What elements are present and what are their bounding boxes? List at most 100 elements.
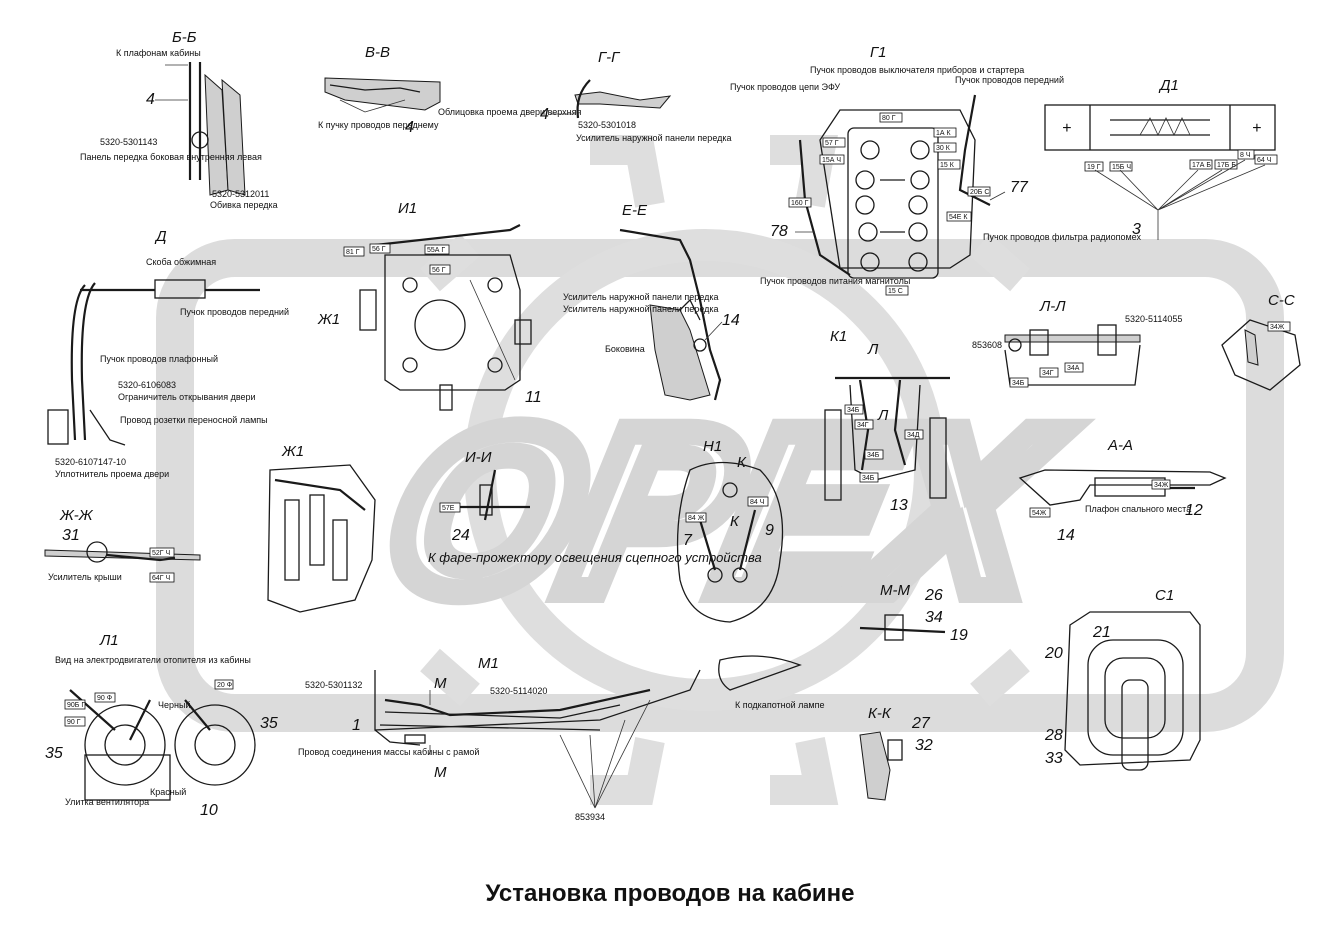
diagram-shape bbox=[284, 499, 300, 581]
wire-tag: 90Б Г bbox=[64, 699, 86, 710]
wire-tag bbox=[788, 197, 812, 208]
diagram-shape bbox=[402, 277, 418, 293]
diagram-label: 64Г Ч bbox=[152, 575, 171, 582]
diagram-shape bbox=[855, 195, 875, 215]
diagram-label: 19 bbox=[950, 627, 968, 644]
wire-tag bbox=[844, 404, 864, 415]
diagram-label: 1 bbox=[352, 717, 361, 734]
diagram-shape bbox=[910, 140, 930, 160]
diagram-shape bbox=[402, 357, 418, 373]
wire-tag bbox=[946, 211, 972, 222]
diagram-shape bbox=[80, 282, 96, 441]
diagram-shape bbox=[824, 409, 842, 501]
wire-tag bbox=[149, 547, 175, 558]
wire-tag bbox=[937, 159, 961, 170]
wire-tag bbox=[1237, 149, 1255, 160]
diagram-label: 90 Ф bbox=[97, 695, 112, 702]
diagram-shape bbox=[860, 140, 880, 160]
section-zhzh: Ж-Ж 31 52Г Ч 64Г Ч Усилитель крыши bbox=[44, 507, 201, 583]
section-gg: Г-Г 4 5320-5301018 Усилитель наружной па… bbox=[540, 49, 732, 143]
diagram-shape bbox=[1097, 324, 1117, 356]
watermark-text: OPEX bbox=[370, 382, 1076, 639]
diagram-label: + bbox=[1252, 120, 1261, 137]
wire-tag: 34Б bbox=[1009, 377, 1029, 388]
wire-tag: 54Е К bbox=[946, 211, 972, 222]
diagram-label: 1А К bbox=[936, 130, 952, 137]
wire-tag bbox=[747, 496, 769, 507]
diagram-label: Пучок проводов цепи ЭФУ bbox=[730, 82, 840, 92]
wire-tag: 17А Б bbox=[1189, 159, 1213, 170]
diagram-label: Боковина bbox=[605, 344, 645, 354]
section-label-ii: И-И bbox=[465, 449, 492, 466]
section-label-aa: А-А bbox=[1107, 437, 1133, 454]
section-label-g1: Г1 bbox=[870, 44, 887, 61]
section-kk: К-К 27 32 bbox=[859, 705, 933, 801]
diagram-shape bbox=[1089, 105, 1231, 150]
diagram-label: 35 bbox=[45, 745, 63, 762]
diagram-label: 55А Г bbox=[427, 247, 445, 254]
diagram-shape bbox=[379, 704, 621, 731]
wire-tag: 84 Ж bbox=[685, 512, 707, 523]
wire-tag bbox=[1267, 321, 1291, 332]
diagram-shape bbox=[47, 409, 69, 445]
wire-tag: 17Б Б bbox=[1214, 159, 1238, 170]
section-label-m-top: М bbox=[434, 675, 447, 692]
diagram-shape bbox=[908, 252, 928, 272]
diagram-label: Усилитель наружной панели передка bbox=[563, 304, 719, 314]
wire-tag bbox=[1009, 377, 1029, 388]
diagram-shape bbox=[676, 461, 784, 623]
diagram-label: Обивка передка bbox=[210, 200, 278, 210]
diagram-shape bbox=[1029, 329, 1049, 356]
diagram-shape bbox=[1221, 319, 1301, 391]
diagram-shape bbox=[70, 284, 86, 441]
diagram-shape bbox=[722, 482, 738, 498]
section-vv: В-В К пучку проводов переднему 4 Облицов… bbox=[318, 44, 581, 136]
diagram-shape bbox=[339, 99, 406, 113]
diagram-label: 54Е К bbox=[949, 214, 968, 221]
diagram-label: 160 Г bbox=[791, 200, 809, 207]
diagram-label: Уплотнитель проема двери bbox=[55, 469, 169, 479]
wire-tag bbox=[343, 246, 365, 257]
diagram-shape bbox=[384, 254, 521, 391]
section-k1: К1 Л Л 34Б 34Г 34Д 34Б 34Б 13 bbox=[824, 328, 950, 514]
wire-tag bbox=[822, 137, 846, 148]
section-label-zh1b: Ж1 bbox=[281, 443, 304, 460]
diagram-label: 52Г Ч bbox=[152, 550, 171, 557]
diagram-label: Пучок проводов выключателя приборов и ст… bbox=[810, 65, 1024, 75]
wire-tag bbox=[429, 264, 451, 275]
wire-tag: 34Г bbox=[854, 419, 874, 430]
wire-tag bbox=[1151, 479, 1171, 490]
section-m1: М1 М М 5320-5301132 5320-5114020 К подка… bbox=[298, 655, 824, 822]
diagram-label: 5320-5301143 bbox=[100, 137, 157, 147]
wire-tag bbox=[1254, 154, 1278, 165]
diagram-shape bbox=[619, 228, 722, 401]
diagram-label: 34Ж bbox=[1270, 324, 1285, 331]
wire-tag: 1А К bbox=[933, 127, 957, 138]
diagram-label: 34Г bbox=[1042, 370, 1054, 377]
diagram-label: 90 Г bbox=[67, 719, 81, 726]
diagram-label: 34Б bbox=[1012, 380, 1025, 387]
diagram-label: Усилитель наружной панели передка bbox=[576, 133, 732, 143]
diagram-label: 11 bbox=[525, 389, 542, 406]
section-label-i1: И1 bbox=[398, 200, 417, 217]
diagram-shape bbox=[574, 91, 672, 109]
diagram-shape bbox=[929, 417, 947, 499]
diagram-label: 34Б bbox=[867, 452, 880, 459]
section-label-ll: Л-Л bbox=[1039, 298, 1066, 315]
wire-tag: 56 Г bbox=[369, 243, 391, 254]
label-k-plafonu: К плафонам кабины bbox=[116, 48, 201, 58]
diagram-shape bbox=[1044, 104, 1276, 151]
wire-tag bbox=[864, 449, 884, 460]
diagram-shape bbox=[174, 704, 256, 786]
diagram-label: 34Ж bbox=[1154, 482, 1169, 489]
wire-tag bbox=[149, 572, 175, 583]
section-label-bb: Б-Б bbox=[172, 29, 197, 46]
diagram-label: 54Ж bbox=[1032, 510, 1047, 517]
section-label-k: К bbox=[737, 454, 747, 471]
diagram-shape bbox=[439, 384, 453, 411]
diagram-label: 4 bbox=[405, 119, 414, 136]
diagram-shape bbox=[84, 704, 166, 786]
diagram-shape bbox=[104, 724, 146, 766]
wire-tag: 57 Г bbox=[822, 137, 846, 148]
